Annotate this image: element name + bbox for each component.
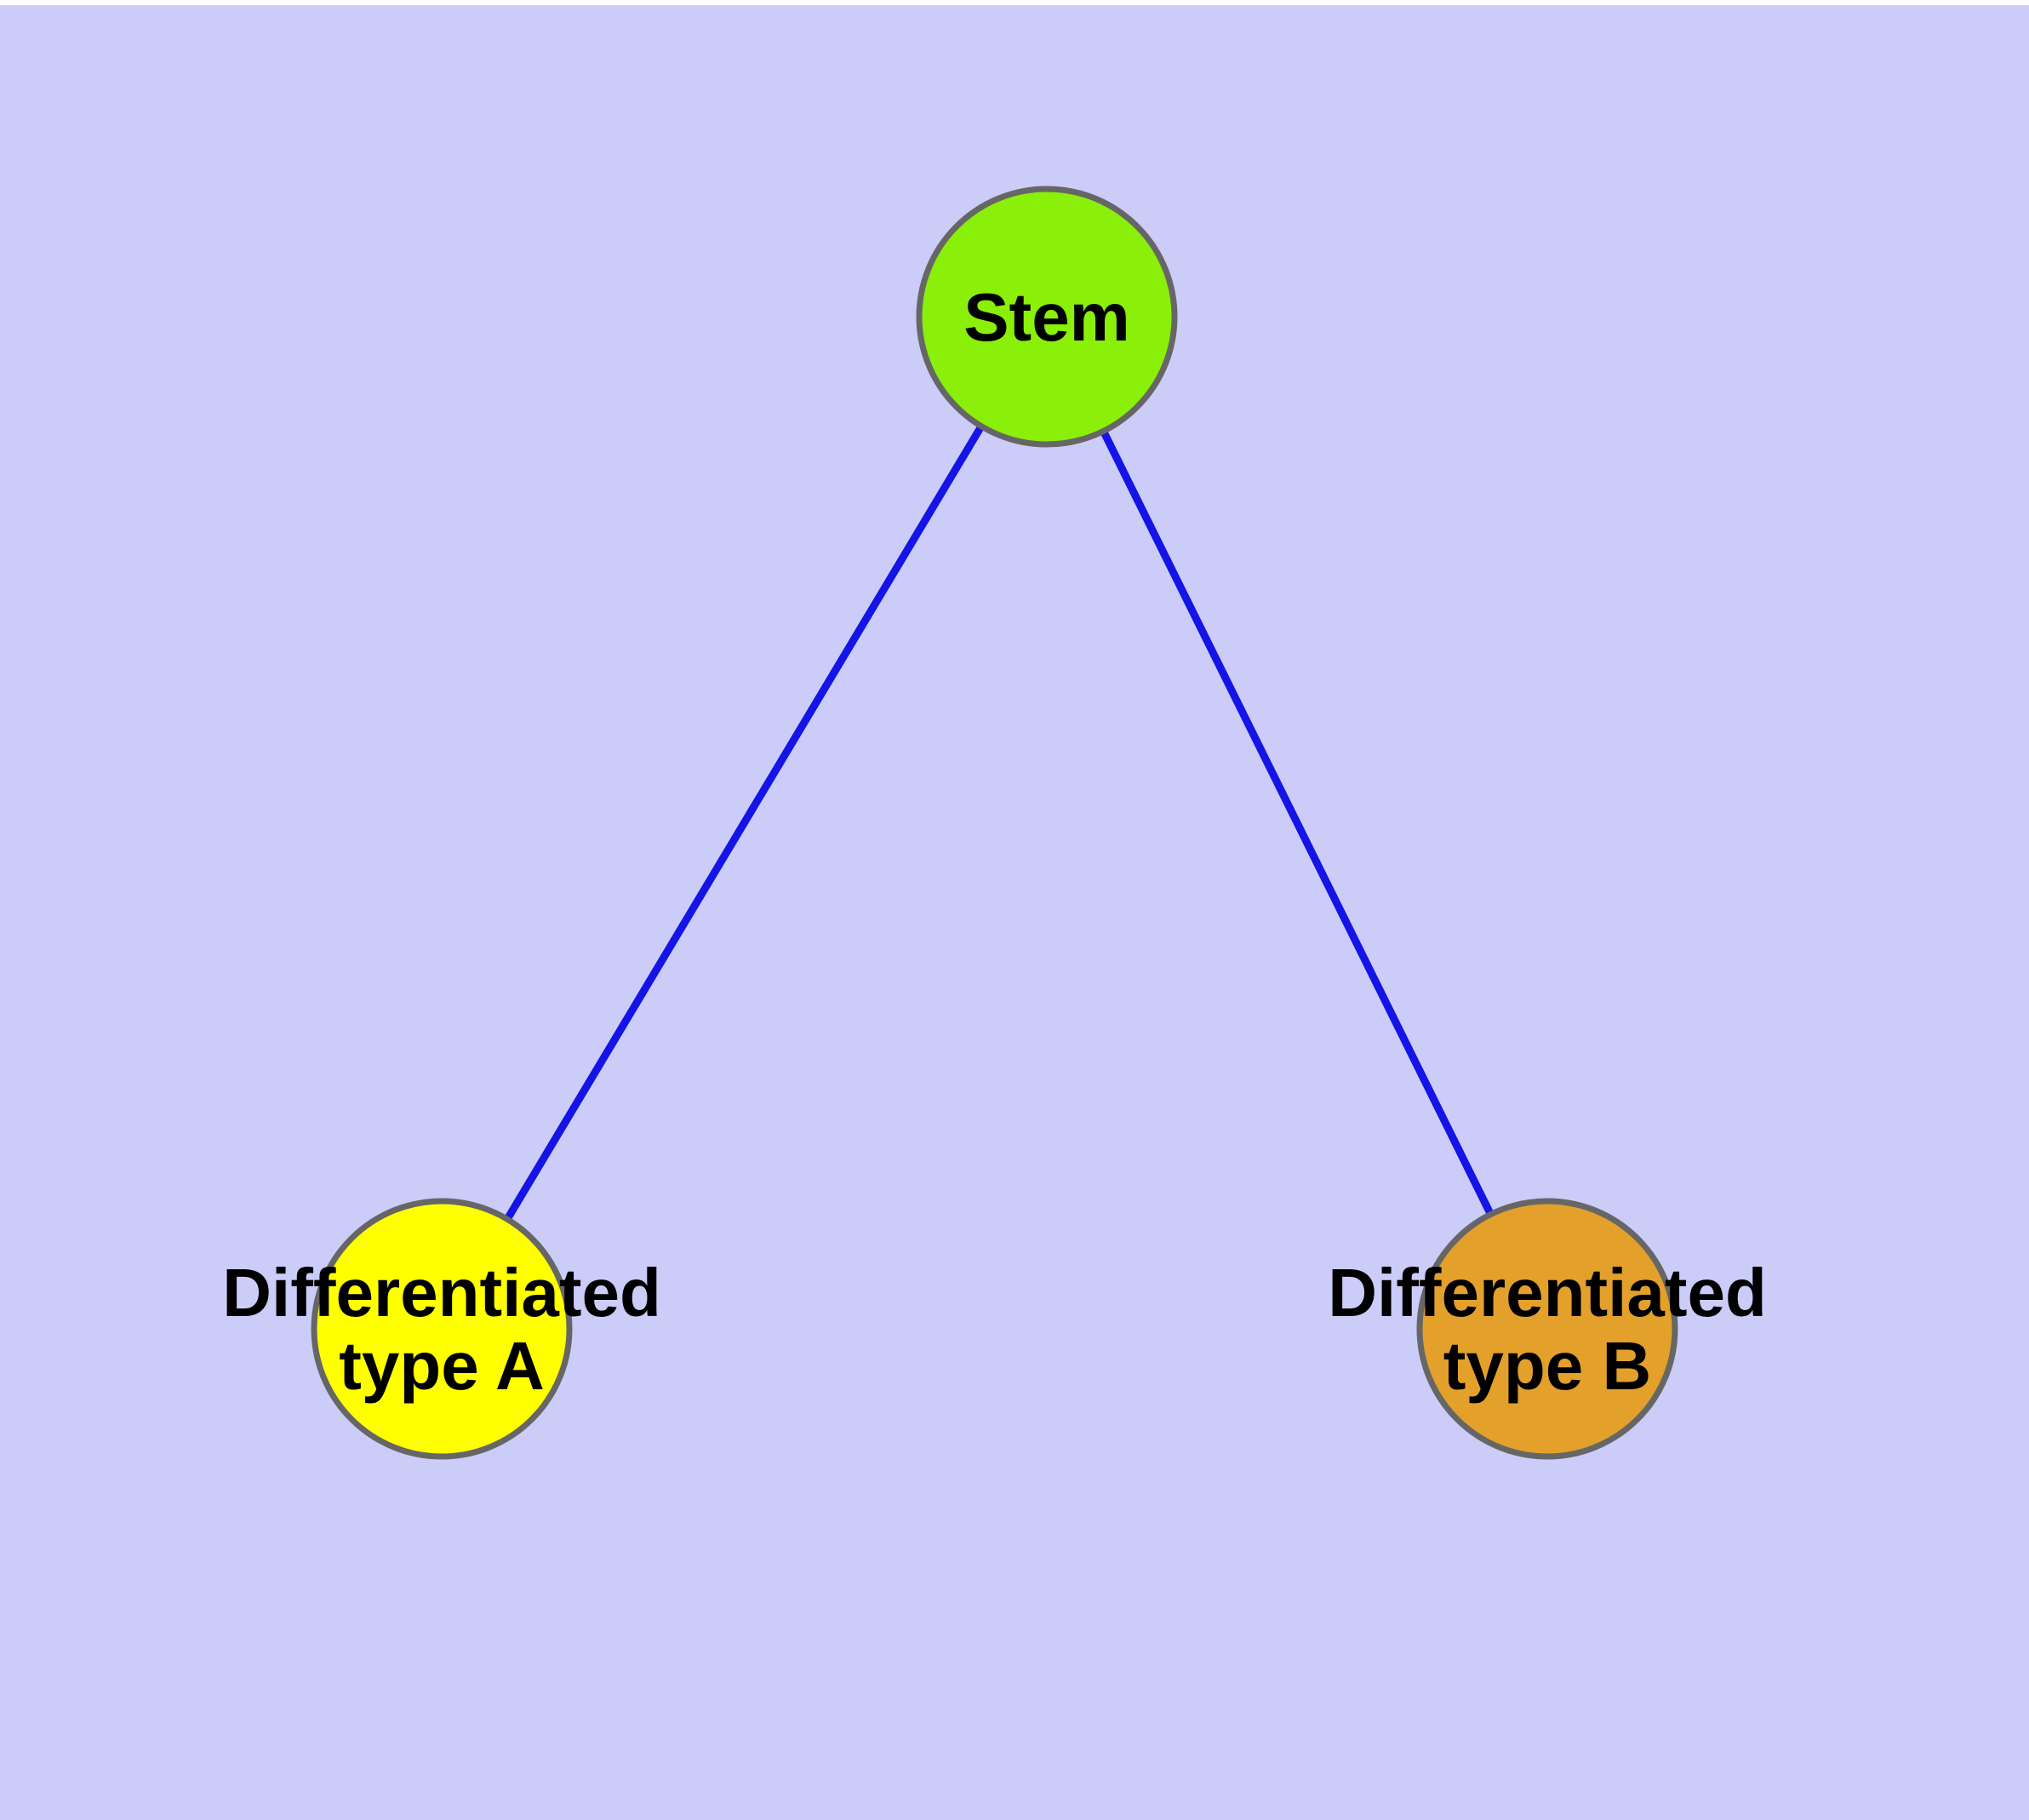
node-label-line: Stem bbox=[963, 279, 1130, 355]
edge-stem-b[interactable] bbox=[1100, 429, 1495, 1216]
node-label-stem: Stem bbox=[963, 279, 1130, 355]
node-label-line: Differentiated bbox=[222, 1255, 661, 1331]
node-circle-diff_b[interactable] bbox=[1416, 1198, 1678, 1460]
node-label-line: type B bbox=[1443, 1328, 1652, 1404]
node-stem[interactable] bbox=[916, 186, 1178, 448]
edge-layer bbox=[504, 424, 1495, 1222]
node-diff_a[interactable] bbox=[311, 1198, 573, 1460]
node-label-line: Differentiated bbox=[1328, 1255, 1767, 1331]
node-circle-stem[interactable] bbox=[916, 186, 1178, 448]
node-circle-diff_a[interactable] bbox=[311, 1198, 573, 1460]
node-diff_b[interactable] bbox=[1416, 1198, 1678, 1460]
edge-stem-a[interactable] bbox=[504, 424, 985, 1222]
node-label-line: type A bbox=[339, 1328, 545, 1404]
